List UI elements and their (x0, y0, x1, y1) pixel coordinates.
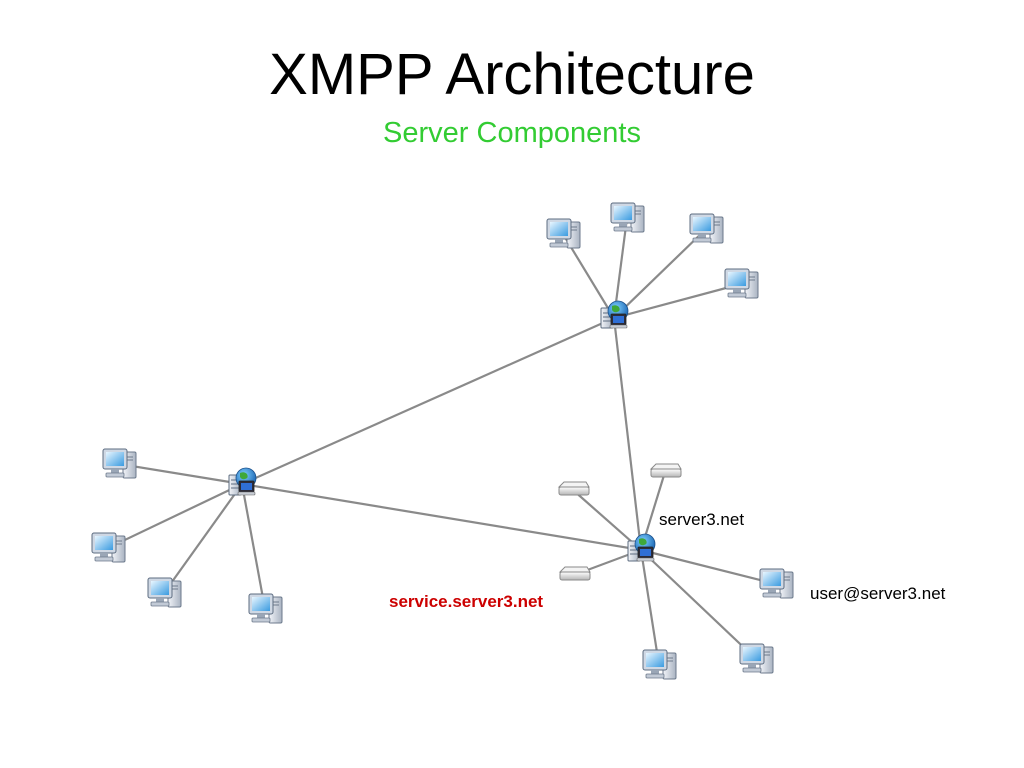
user-label: user@server3.net (810, 584, 946, 603)
link-left-client-2 (107, 483, 243, 549)
component-device-icon (558, 481, 590, 496)
desktop-computer-icon (102, 448, 137, 479)
link-left-client-3 (163, 483, 243, 594)
server-globe-icon (627, 533, 656, 562)
service-label: service.server3.net (389, 592, 543, 611)
desktop-computer-icon (739, 643, 774, 674)
desktop-computer-icon (759, 568, 794, 599)
desktop-computer-icon (147, 577, 182, 608)
desktop-computer-icon (610, 202, 645, 233)
desktop-computer-icon (91, 532, 126, 563)
slide-title: XMPP Architecture (269, 42, 755, 107)
link-top-client-3 (613, 228, 707, 319)
desktop-computer-icon (546, 218, 581, 249)
link-left-client-4 (240, 483, 267, 610)
component-device-icon (559, 566, 591, 581)
desktop-computer-icon (724, 268, 759, 299)
desktop-computer-icon (248, 593, 283, 624)
link-server-top-server-left (241, 316, 615, 486)
slide-subtitle: Server Components (383, 117, 641, 149)
desktop-computer-icon (642, 649, 677, 680)
link-top-client-4 (613, 282, 742, 320)
desktop-computer-icon (689, 213, 724, 244)
link-server-top-server3 (612, 317, 643, 551)
link-server3-client-2 (640, 549, 757, 660)
component-device-icon (650, 463, 682, 478)
server-label: server3.net (659, 510, 744, 529)
link-user-client (640, 548, 777, 586)
link-server-left-server3 (241, 482, 642, 552)
server-globe-icon (228, 467, 257, 496)
link-component-1 (572, 489, 642, 551)
link-server3-client-3 (639, 549, 661, 666)
link-left-client-1 (118, 462, 243, 486)
